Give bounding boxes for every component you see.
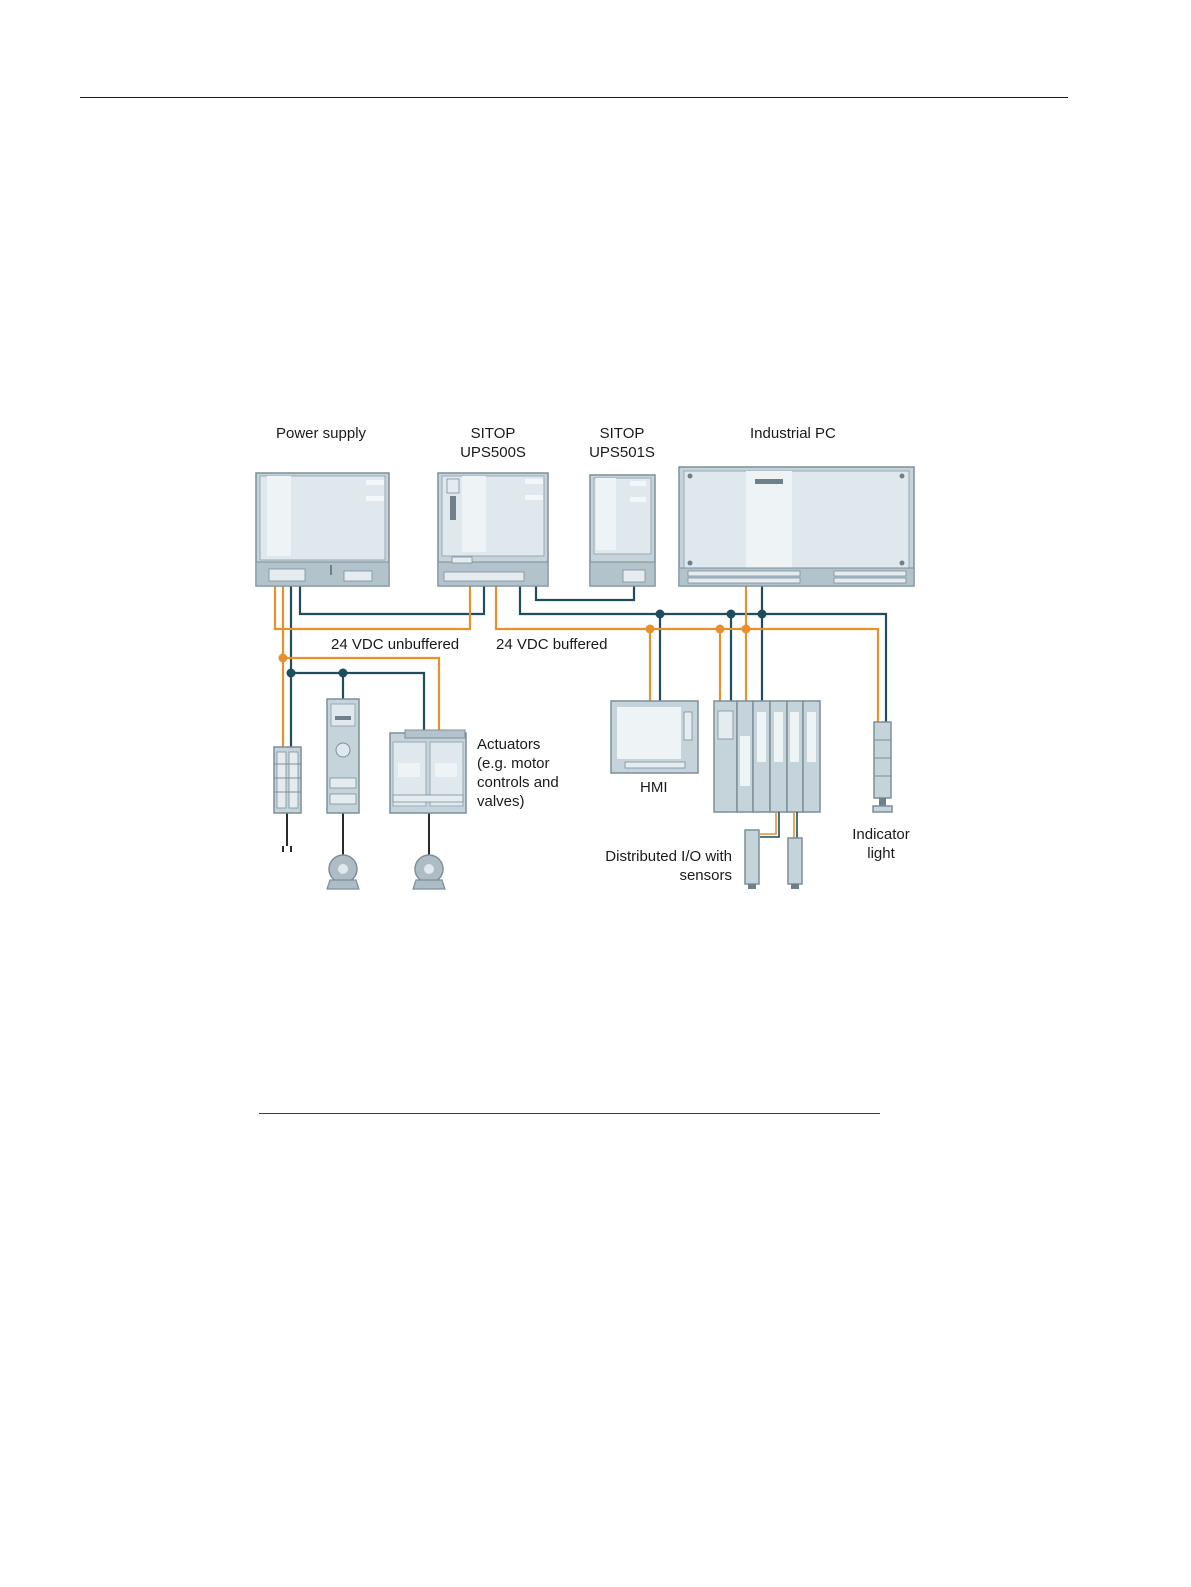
- caption-rule: [259, 1113, 880, 1114]
- ups501s-unit: [590, 475, 655, 586]
- junction-dot: [656, 610, 665, 619]
- junction-dot: [716, 625, 725, 634]
- industrial-pc-unit: [679, 467, 914, 586]
- buffered-bus: [520, 586, 886, 722]
- junction-dot: [279, 654, 288, 663]
- label-ups500s-line1: SITOP: [433, 424, 553, 443]
- label-indicator-line2: light: [836, 844, 926, 863]
- label-hmi: HMI: [640, 778, 668, 797]
- label-indicator-line1: Indicator: [836, 825, 926, 844]
- label-actuators-line2: (e.g. motor: [477, 754, 559, 773]
- label-24vdc-buffered: 24 VDC buffered: [496, 635, 607, 654]
- label-24vdc-unbuffered: 24 VDC unbuffered: [331, 635, 459, 654]
- label-ups501s: SITOP UPS501S: [562, 424, 682, 462]
- label-power-supply: Power supply: [276, 424, 366, 443]
- junction-dot: [758, 610, 767, 619]
- buffered-wire-ups500s-to-ups501s: [536, 586, 634, 600]
- motor-starter: [327, 699, 359, 813]
- sensor-right: [788, 812, 802, 889]
- label-distributed-io-line1: Distributed I/O with: [572, 847, 732, 866]
- label-distributed-io: Distributed I/O with sensors: [572, 847, 732, 885]
- terminal-cable: [283, 813, 291, 852]
- indicator-light-stack: [873, 722, 892, 812]
- terminal-block: [274, 747, 301, 813]
- junction-dot: [339, 669, 348, 678]
- ups500s-unit: [438, 473, 548, 586]
- label-ups500s: SITOP UPS500S: [433, 424, 553, 462]
- label-distributed-io-line2: sensors: [572, 866, 732, 885]
- junction-dot: [727, 610, 736, 619]
- label-actuators-line1: Actuators: [477, 735, 559, 754]
- junction-dot: [646, 625, 655, 634]
- label-actuators-line3: controls and: [477, 773, 559, 792]
- hmi-panel: [611, 701, 698, 773]
- label-industrial-pc: Industrial PC: [750, 424, 836, 443]
- sensor-left: [745, 812, 779, 889]
- junction-dot: [742, 625, 751, 634]
- unbuffered-wire-ps-to-ups500s: [275, 586, 470, 629]
- label-indicator-light: Indicator light: [836, 825, 926, 863]
- label-actuators-line4: valves): [477, 792, 559, 811]
- label-actuators: Actuators (e.g. motor controls and valve…: [477, 735, 559, 811]
- label-ups501s-line1: SITOP: [562, 424, 682, 443]
- buffered-wire-ps-to-ups500s: [300, 586, 484, 614]
- actuator-contactors: [390, 730, 466, 813]
- motor-left: [327, 855, 359, 889]
- label-ups501s-line2: UPS501S: [562, 443, 682, 462]
- unbuffered-wire-actuators: [283, 658, 439, 733]
- power-supply-unit: [256, 473, 389, 586]
- label-ups500s-line2: UPS500S: [433, 443, 553, 462]
- distributed-io-rack: [714, 701, 820, 812]
- junction-dot: [287, 669, 296, 678]
- motor-right: [413, 855, 445, 889]
